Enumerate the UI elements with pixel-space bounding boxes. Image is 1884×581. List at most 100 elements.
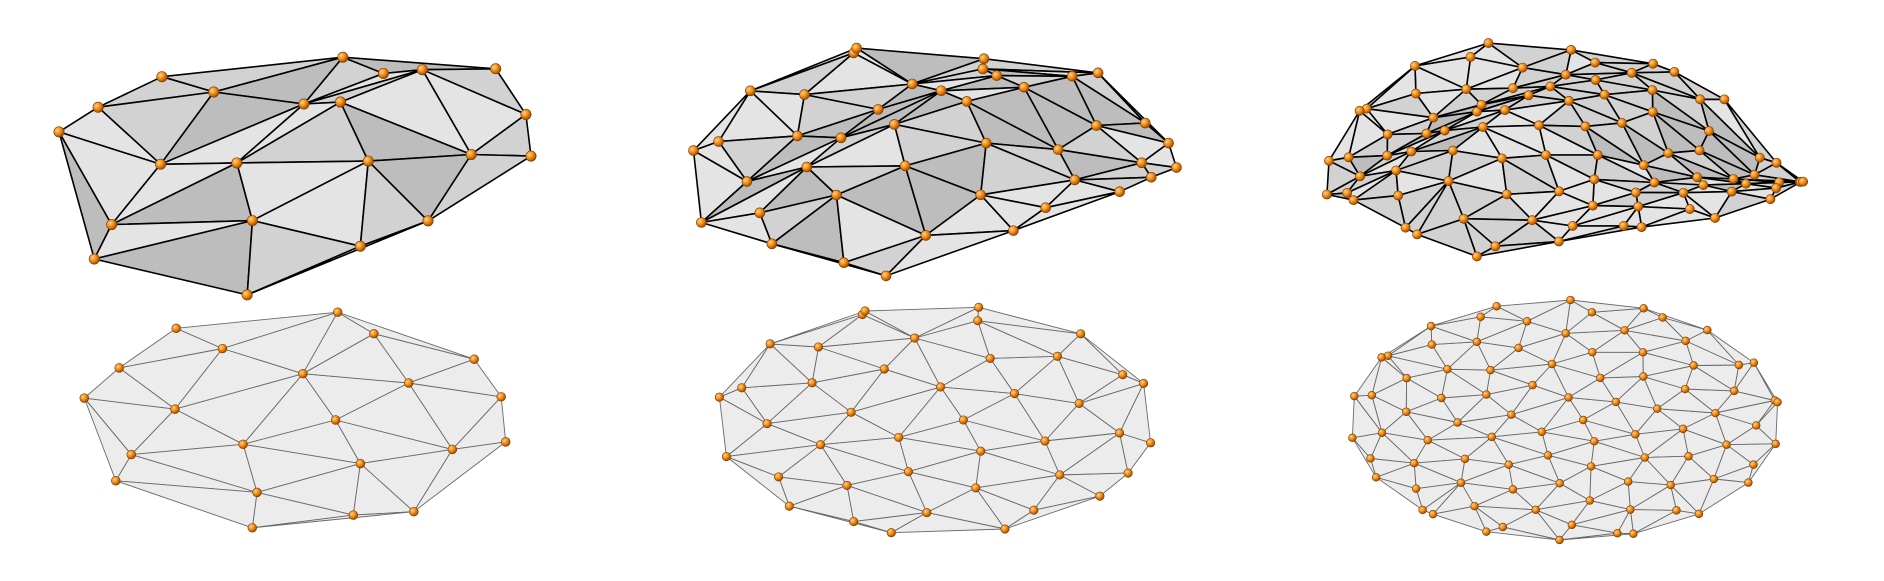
base-triangle (1351, 437, 1377, 478)
vertex-node-icon (1118, 370, 1128, 380)
vertex-node-icon (813, 342, 824, 352)
vertex-node-icon (1694, 145, 1705, 156)
vertex-node-icon (838, 257, 850, 269)
vertex-node-icon (977, 63, 989, 75)
vertex-node-icon (714, 392, 724, 402)
vertex-node-icon (889, 119, 900, 130)
vertex-node-icon (880, 270, 892, 282)
vertex-node-icon (1095, 491, 1105, 501)
vertex-node-icon (447, 444, 458, 455)
vertex-node-icon (1428, 509, 1438, 519)
vertex-node-icon (1618, 221, 1629, 231)
vertex-node-icon (846, 407, 856, 417)
vertex-node-icon (1629, 529, 1638, 538)
vertex-node-icon (1640, 453, 1650, 462)
panel-coarse (53, 51, 537, 533)
vertex-node-icon (156, 71, 168, 83)
vertex-node-icon (1428, 112, 1439, 123)
vertex-node-icon (1367, 390, 1377, 400)
vertex-node-icon (1490, 241, 1501, 252)
vertex-node-icon (1066, 70, 1078, 82)
vertex-node-icon (1355, 171, 1365, 182)
vertex-node-icon (1592, 150, 1603, 160)
vertex-node-icon (1377, 353, 1386, 362)
vertex-node-icon (975, 189, 986, 201)
base-triangle (1643, 307, 1708, 331)
vertex-node-icon (1040, 436, 1050, 446)
vertex-node-icon (816, 440, 826, 450)
vertex-node-icon (920, 230, 932, 241)
vertex-node-icon (1000, 524, 1010, 534)
vertex-node-icon (1648, 58, 1658, 69)
base-triangulation (79, 307, 511, 533)
vertex-node-icon (53, 126, 65, 138)
vertex-node-icon (1114, 186, 1125, 198)
vertex-node-icon (1507, 410, 1516, 419)
vertex-node-icon (721, 452, 731, 462)
vertex-node-icon (1146, 438, 1156, 448)
vertex-node-icon (330, 415, 341, 425)
vertex-node-icon (155, 158, 167, 170)
vertex-node-icon (1749, 460, 1758, 469)
vertex-node-icon (958, 415, 968, 425)
vertex-node-icon (1771, 183, 1782, 193)
vertex-node-icon (1564, 95, 1574, 106)
vertex-node-icon (1658, 313, 1667, 322)
vertex-node-icon (1555, 479, 1564, 488)
vertex-node-icon (1453, 418, 1462, 427)
vertex-node-icon (936, 382, 946, 392)
vertex-node-icon (1684, 204, 1695, 214)
vertex-node-icon (1421, 128, 1432, 139)
vertex-node-icon (1055, 470, 1065, 480)
vertex-node-icon (1692, 172, 1703, 183)
vertex-node-icon (1771, 157, 1782, 168)
vertex-node-icon (409, 506, 419, 517)
vertex-node-icon (1412, 229, 1423, 240)
vertex-node-icon (745, 85, 756, 97)
vertex-node-icon (1008, 225, 1019, 236)
vertex-node-icon (1439, 125, 1450, 136)
vertex-node-icon (835, 132, 847, 144)
vertex-node-icon (1354, 105, 1365, 116)
vertex-node-icon (1342, 188, 1353, 198)
vertex-node-icon (831, 189, 842, 201)
vertex-node-icon (762, 419, 772, 429)
vertex-node-icon (1402, 407, 1411, 416)
base-triangle (1570, 299, 1645, 313)
vertex-node-icon (1427, 340, 1437, 349)
vertex-node-icon (872, 104, 884, 115)
vertex-node-icon (1139, 117, 1151, 129)
vertex-node-icon (1418, 505, 1427, 515)
base-triangle (1375, 476, 1424, 511)
vertex-node-icon (422, 215, 434, 227)
vertex-node-icon (1406, 146, 1417, 157)
vertex-node-icon (842, 480, 852, 490)
vertex-node-icon (1681, 336, 1690, 346)
vertex-node-icon (910, 333, 920, 343)
vertex-node-icon (1461, 84, 1472, 95)
vertex-node-icon (525, 150, 537, 162)
vertex-node-icon (1448, 145, 1458, 156)
vertex-node-icon (1074, 398, 1084, 408)
vertex-node-icon (1590, 437, 1599, 446)
base-triangle (115, 480, 258, 529)
vertex-node-icon (416, 64, 428, 76)
vertex-node-icon (171, 323, 181, 334)
base-triangle (1422, 482, 1462, 515)
vertex-node-icon (1508, 83, 1518, 94)
vertex-node-icon (774, 472, 784, 482)
vertex-node-icon (784, 501, 794, 511)
vertex-node-icon (1052, 351, 1063, 361)
vertex-node-icon (1476, 99, 1487, 110)
vertex-node-icon (985, 353, 995, 363)
vertex-node-icon (1545, 81, 1556, 92)
base-triangle (1755, 401, 1779, 445)
vertex-node-icon (1531, 505, 1540, 515)
vertex-node-icon (741, 176, 753, 187)
vertex-node-icon (252, 487, 262, 498)
surface-triangle (885, 229, 1015, 277)
vertex-node-icon (1348, 195, 1359, 206)
vertex-node-icon (1382, 150, 1393, 161)
